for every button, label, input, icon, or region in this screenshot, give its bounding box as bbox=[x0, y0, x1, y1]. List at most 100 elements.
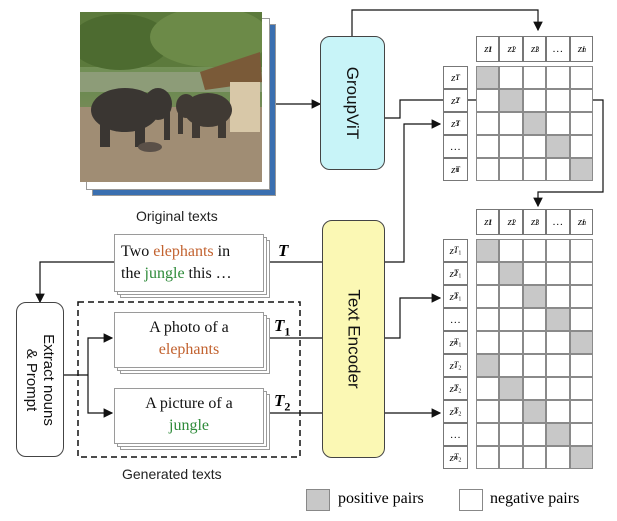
positive-pair-cell bbox=[476, 239, 500, 262]
negative-pair-cell bbox=[546, 400, 570, 423]
legend-negative-swatch bbox=[459, 489, 483, 511]
negative-pair-cell bbox=[569, 262, 593, 285]
positive-pair-cell bbox=[499, 262, 523, 285]
negative-pair-cell bbox=[546, 239, 570, 262]
negative-pair-cell bbox=[569, 308, 593, 331]
gen2-line1: A picture of a bbox=[145, 395, 233, 412]
negative-pair-cell bbox=[499, 66, 523, 89]
positive-pair-cell bbox=[522, 400, 547, 423]
orig-line2-c: this … bbox=[184, 265, 232, 282]
T-label: T bbox=[278, 241, 289, 260]
image-embedding-header: … bbox=[546, 36, 570, 62]
negative-pair-cell bbox=[569, 423, 593, 446]
negative-pair-cell bbox=[522, 239, 547, 262]
positive-pair-cell bbox=[522, 285, 547, 308]
original-texts-label: Original texts bbox=[136, 208, 218, 224]
negative-pair-cell bbox=[546, 446, 570, 469]
negative-pair-cell bbox=[499, 400, 523, 423]
negative-pair-cell bbox=[499, 285, 523, 308]
negative-pair-cell bbox=[546, 331, 570, 354]
negative-pair-cell bbox=[522, 89, 547, 112]
negative-pair-cell bbox=[499, 423, 523, 446]
extract-nouns-box: Extract nouns & Prompt bbox=[16, 302, 64, 457]
positive-pair-cell bbox=[522, 112, 547, 135]
generated-text-card-1: A photo of a elephants bbox=[114, 312, 264, 368]
original-text-card: Two elephants in the jungle this … bbox=[114, 234, 264, 292]
negative-pair-cell bbox=[476, 400, 500, 423]
negative-pair-cell bbox=[522, 308, 547, 331]
gen1-line2: elephants bbox=[158, 341, 220, 358]
negative-pair-cell bbox=[569, 89, 593, 112]
text-encoder-label: Text Encoder bbox=[344, 289, 364, 389]
negative-pair-cell bbox=[499, 135, 523, 158]
negative-pair-cell bbox=[499, 308, 523, 331]
positive-pair-cell bbox=[499, 89, 523, 112]
positive-pair-cell bbox=[569, 331, 593, 354]
negative-pair-cell bbox=[522, 135, 547, 158]
negative-pair-cell bbox=[569, 135, 593, 158]
negative-pair-cell bbox=[499, 331, 523, 354]
negative-pair-cell bbox=[522, 158, 547, 181]
negative-pair-cell bbox=[476, 331, 500, 354]
gen1-line1: A photo of a bbox=[149, 319, 229, 336]
negative-pair-cell bbox=[569, 400, 593, 423]
negative-pair-cell bbox=[499, 446, 523, 469]
orig-line1-a: Two bbox=[121, 243, 154, 260]
negative-pair-cell bbox=[546, 112, 570, 135]
negative-pair-cell bbox=[569, 66, 593, 89]
negative-pair-cell bbox=[476, 446, 500, 469]
text-embedding-row: … bbox=[443, 308, 468, 331]
negative-pair-cell bbox=[476, 135, 500, 158]
extract-label: Extract nouns & Prompt bbox=[23, 333, 57, 426]
legend-positive-label: positive pairs bbox=[338, 490, 424, 507]
negative-pair-cell bbox=[499, 239, 523, 262]
generated-texts-label: Generated texts bbox=[122, 466, 222, 482]
T2-label: T2 bbox=[274, 391, 291, 414]
negative-pair-cell bbox=[522, 377, 547, 400]
negative-pair-cell bbox=[546, 262, 570, 285]
negative-pair-cell bbox=[476, 112, 500, 135]
negative-pair-cell bbox=[499, 112, 523, 135]
positive-pair-cell bbox=[476, 66, 500, 89]
groupvit-label: GroupViT bbox=[343, 66, 363, 140]
negative-pair-cell bbox=[476, 285, 500, 308]
negative-pair-cell bbox=[546, 158, 570, 181]
negative-pair-cell bbox=[499, 354, 523, 377]
negative-pair-cell bbox=[546, 354, 570, 377]
orig-line1-b: elephants bbox=[153, 243, 214, 260]
legend-positive-swatch bbox=[306, 489, 330, 511]
positive-pair-cell bbox=[499, 377, 523, 400]
legend-negative-label: negative pairs bbox=[490, 490, 580, 507]
negative-pair-cell bbox=[522, 446, 547, 469]
text-embedding-row: … bbox=[443, 423, 468, 446]
positive-pair-cell bbox=[476, 354, 500, 377]
negative-pair-cell bbox=[499, 158, 523, 181]
positive-pair-cell bbox=[546, 423, 570, 446]
negative-pair-cell bbox=[476, 262, 500, 285]
orig-line1-c: in bbox=[213, 243, 231, 260]
negative-pair-cell bbox=[476, 377, 500, 400]
elephants-photo bbox=[80, 12, 262, 182]
negative-pair-cell bbox=[546, 285, 570, 308]
T1-label: T1 bbox=[274, 316, 291, 339]
negative-pair-cell bbox=[546, 377, 570, 400]
negative-pair-cell bbox=[476, 423, 500, 446]
positive-pair-cell bbox=[569, 446, 593, 469]
image-stack bbox=[80, 12, 276, 196]
